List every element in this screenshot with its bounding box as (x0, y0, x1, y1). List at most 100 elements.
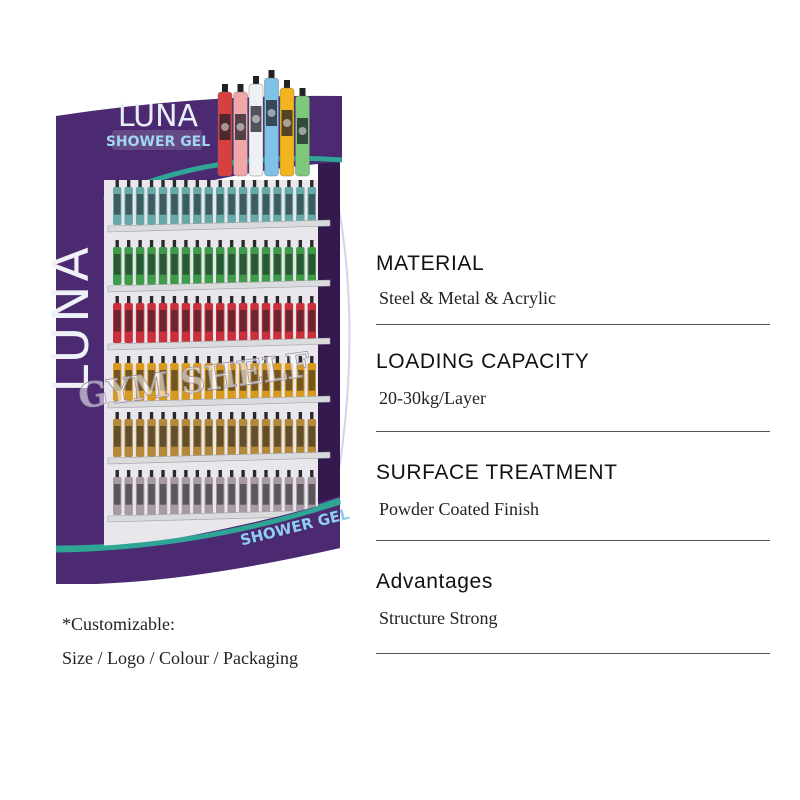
bottle (135, 412, 145, 457)
bottle (284, 296, 294, 343)
bottle (261, 240, 271, 285)
product-label-plate (112, 130, 202, 150)
bottle (181, 412, 191, 457)
bottle (296, 412, 305, 457)
bottle (135, 356, 145, 401)
bottle (124, 470, 133, 515)
bottle (158, 470, 168, 515)
bottle (216, 356, 225, 401)
bottle (216, 412, 225, 457)
bottle (296, 296, 305, 343)
bottle (284, 412, 294, 457)
bottle (296, 240, 305, 285)
bottle (147, 180, 156, 225)
bottle (227, 240, 236, 285)
top-bottle (248, 76, 264, 177)
bottle (216, 240, 225, 285)
shelf-plank (107, 451, 331, 465)
bottle (227, 412, 236, 457)
top-bottle (233, 84, 248, 177)
bottle (124, 240, 133, 285)
side-brand-logo: LUNA (42, 243, 100, 393)
bottle (261, 470, 271, 515)
spec-title: MATERIAL (376, 252, 485, 275)
bottle (193, 412, 202, 457)
bottle (216, 180, 225, 225)
bottle (273, 412, 282, 457)
top-bottle (217, 84, 233, 177)
spec-title: Advantages (376, 570, 493, 593)
bottle (158, 412, 168, 457)
divider (376, 653, 770, 654)
bottle (113, 240, 122, 285)
bottle (135, 180, 145, 225)
bottle (238, 240, 248, 285)
bottle (181, 470, 191, 515)
bottle (181, 240, 191, 285)
bottle (238, 412, 248, 457)
product-label-top: SHOWER GEL (106, 134, 210, 150)
bottle (296, 180, 305, 225)
bottle (124, 412, 133, 457)
bottle (204, 412, 213, 457)
divider (376, 431, 770, 432)
bottle (307, 180, 316, 225)
bottle (113, 356, 122, 401)
customizable-options: Size / Logo / Colour / Packaging (62, 648, 298, 668)
bottle (250, 356, 259, 401)
bottle (181, 356, 191, 401)
bottle (238, 180, 248, 225)
bottle (227, 296, 236, 343)
bottle (227, 470, 236, 515)
bottle (147, 296, 156, 343)
bottle (284, 240, 294, 285)
bottle (170, 180, 179, 225)
bottle (261, 296, 271, 343)
bottle (124, 180, 133, 225)
shelf-plank (107, 337, 331, 351)
bottle (296, 470, 305, 515)
bottle (193, 470, 202, 515)
spec-surface-treatment: SURFACE TREATMENT Powder Coated Finish (376, 461, 770, 541)
bottle (250, 296, 259, 343)
bottle (158, 180, 168, 225)
bottle (296, 356, 305, 401)
bottle (250, 180, 259, 225)
bottle (124, 296, 133, 343)
divider (376, 540, 770, 541)
bottle (135, 240, 145, 285)
spec-value: Steel & Metal & Acrylic (379, 288, 556, 308)
bottle (273, 180, 282, 225)
top-bottle (279, 80, 295, 177)
bottle (193, 180, 202, 225)
shelf-plank (107, 279, 331, 293)
bottle (204, 180, 213, 225)
right-side-panel (318, 158, 340, 552)
bottle (250, 240, 259, 285)
bottle (135, 470, 145, 515)
bottle (158, 296, 168, 343)
bottle (284, 180, 294, 225)
bottle (170, 470, 179, 515)
bottle (227, 180, 236, 225)
bottle (250, 412, 259, 457)
bottle (238, 470, 248, 515)
bottle (113, 180, 122, 225)
top-bottle (264, 70, 279, 177)
spec-loading-capacity: LOADING CAPACITY 20-30kg/Layer (376, 350, 770, 432)
spec-material: MATERIAL Steel & Metal & Acrylic (376, 252, 770, 325)
bottle (284, 470, 294, 515)
bottom-teal-swoosh-front (55, 499, 341, 553)
bottle (261, 356, 271, 401)
spec-value: Structure Strong (379, 608, 498, 628)
spec-title: SURFACE TREATMENT (376, 461, 618, 484)
bottle (170, 296, 179, 343)
bottle (181, 296, 191, 343)
bottle (307, 356, 316, 401)
bottle (193, 356, 202, 401)
bottle (158, 240, 168, 285)
spec-title: LOADING CAPACITY (376, 350, 590, 373)
bottle (273, 240, 282, 285)
bottle (147, 356, 156, 401)
